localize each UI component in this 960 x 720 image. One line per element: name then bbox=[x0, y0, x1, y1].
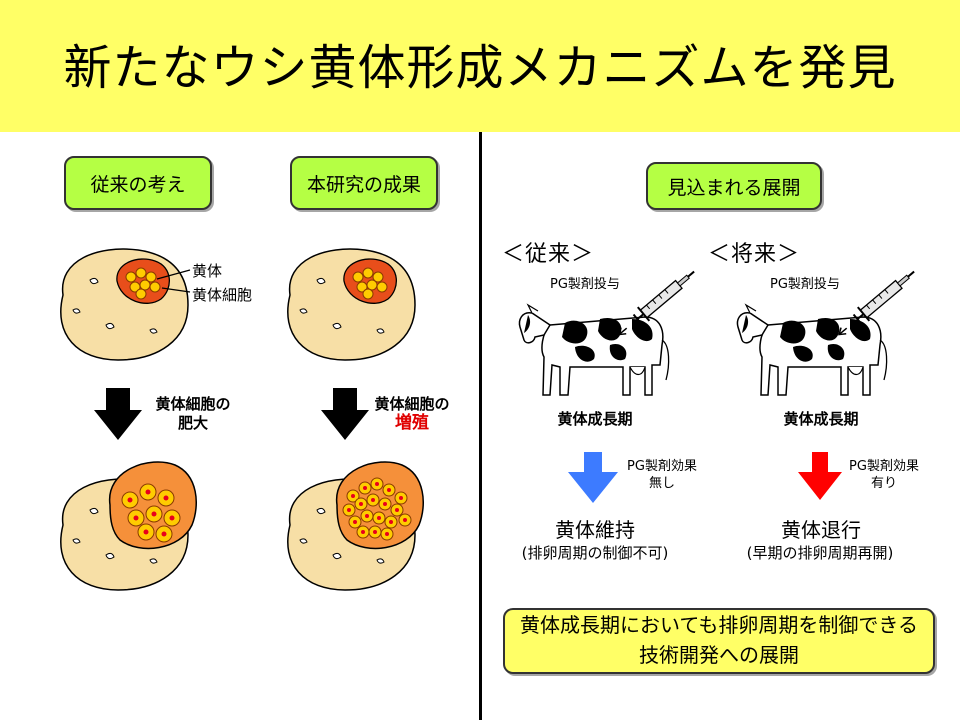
center-divider bbox=[479, 132, 482, 720]
ovary-top-this-study bbox=[287, 248, 416, 361]
arrow-blue-no-effect bbox=[568, 452, 618, 503]
result-future: 黄体退行 bbox=[781, 518, 861, 542]
phase-label-conventional: 黄体成長期 bbox=[557, 410, 633, 428]
arrow-red-effect bbox=[798, 452, 842, 500]
effect-none-label: PG製剤効果 無し bbox=[627, 459, 697, 491]
ovary-bottom-hypertrophy bbox=[60, 461, 198, 591]
ovary-top-conventional bbox=[60, 248, 189, 361]
label-hypertrophy: 黄体細胞の 肥大 bbox=[155, 395, 231, 432]
cow-future bbox=[736, 304, 888, 396]
expected-outlook-box: 見込まれる展開 bbox=[646, 162, 822, 210]
label-luteal-cell: 黄体細胞 bbox=[192, 286, 253, 304]
result-future-sub: (早期の排卵周期再開) bbox=[746, 544, 894, 562]
arrow-down-hypertrophy bbox=[94, 388, 142, 440]
result-conventional: 黄体維持 bbox=[555, 518, 635, 542]
ovary-bottom-proliferation bbox=[287, 461, 425, 591]
heading-conventional: ＜従来＞ bbox=[502, 242, 595, 267]
conventional-view-box: 従来の考え bbox=[64, 156, 212, 210]
label-corpus-luteum: 黄体 bbox=[192, 262, 223, 280]
injection-label-conventional: PG製剤投与 bbox=[550, 277, 620, 292]
title-banner: 新たなウシ黄体形成メカニズムを発見 bbox=[0, 0, 960, 132]
phase-label-future: 黄体成長期 bbox=[783, 410, 859, 428]
effect-yes-label: PG製剤効果 有り bbox=[849, 459, 919, 491]
result-conventional-sub: (排卵周期の制御不可) bbox=[521, 544, 669, 562]
arrow-down-proliferation bbox=[321, 388, 369, 440]
injection-label-future: PG製剤投与 bbox=[770, 277, 840, 292]
page-title: 新たなウシ黄体形成メカニズムを発見 bbox=[63, 40, 897, 96]
summary-box: 黄体成長期においても排卵周期を制御できる 技術開発への展開 bbox=[503, 608, 935, 674]
heading-future: ＜将来＞ bbox=[708, 242, 801, 267]
label-proliferation: 黄体細胞の 増殖 bbox=[374, 395, 450, 433]
this-study-result-box: 本研究の成果 bbox=[290, 156, 438, 210]
